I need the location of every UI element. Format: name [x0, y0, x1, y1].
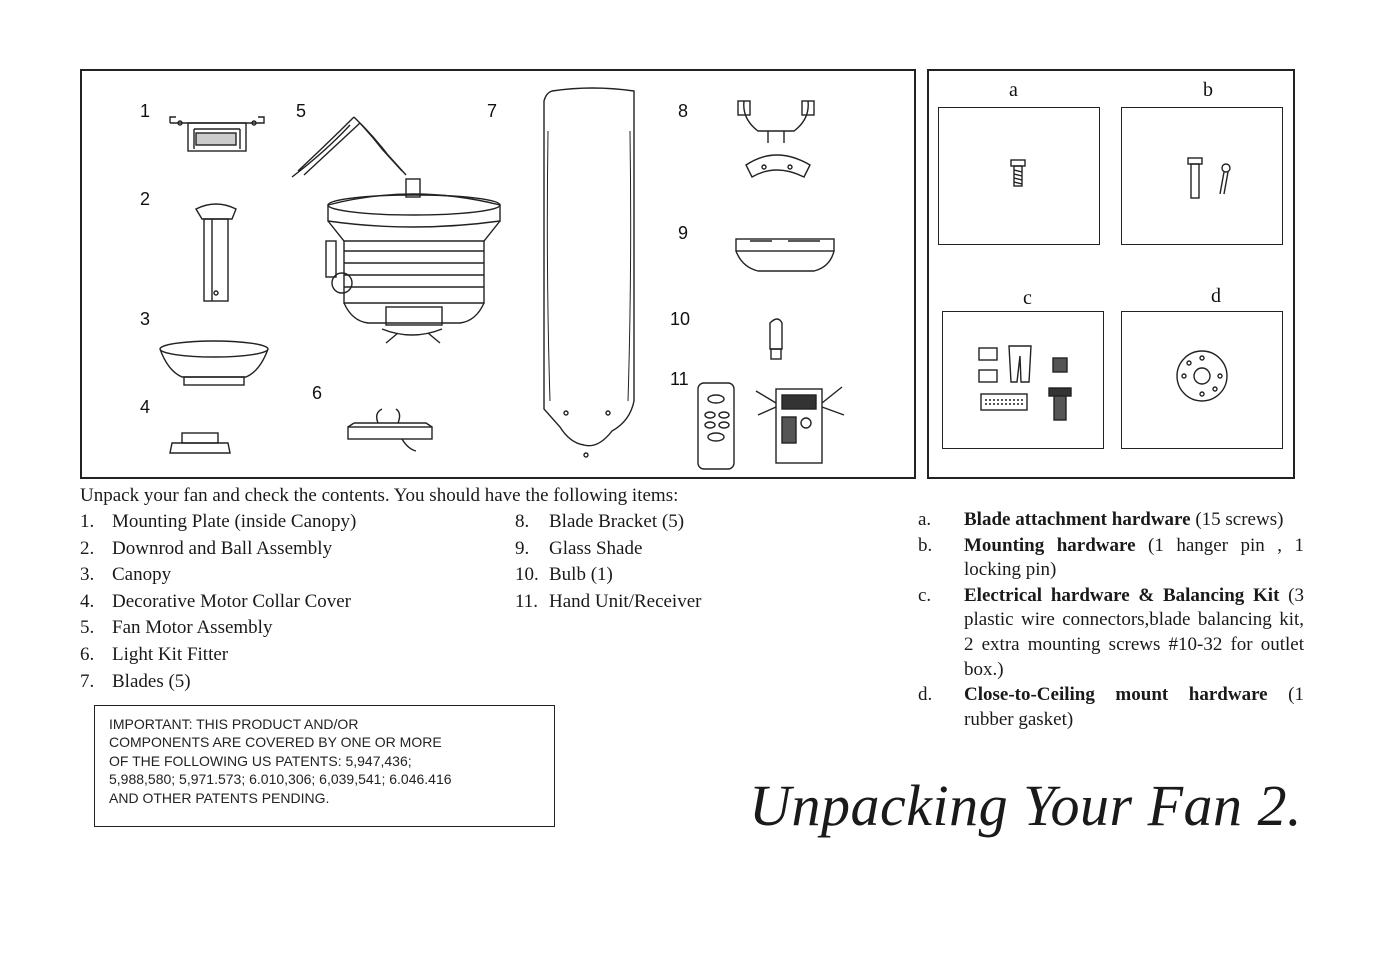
item-number: 8. [515, 511, 530, 532]
hardware-item-d: d. Close-to-Ceiling mount hardware (1 ru… [918, 683, 1304, 732]
collar-cover-drawing [169, 432, 231, 454]
item-text: Bulb (1) [549, 564, 613, 586]
item-number: 10. [515, 564, 539, 586]
part-number-3: 3 [140, 309, 151, 329]
receiver-drawing [755, 386, 845, 464]
list-item: 10. Bulb (1) [515, 562, 701, 589]
item-text: Decorative Motor Collar Cover [112, 590, 352, 612]
glass-shade-drawing [735, 238, 835, 272]
item-text: Downrod and Ball Assembly [112, 537, 333, 559]
hardware-letter-a: a [1009, 79, 1018, 101]
list-item: 7. Blades (5) [80, 669, 356, 696]
item-text: Glass Shade [549, 537, 643, 559]
list-item: 8. Blade Bracket (5) [515, 509, 701, 536]
parts-illustration [159, 87, 845, 470]
part-number-5: 5 [296, 101, 307, 121]
item-number: 11. [515, 590, 539, 612]
item-text: Canopy [112, 564, 172, 586]
item-text: Blade Bracket (5) [549, 511, 685, 532]
hardware-diagram-panel: a b c d [927, 69, 1295, 479]
item-number: 1. [80, 511, 95, 532]
list-item: 6. Light Kit Fitter [80, 642, 356, 669]
item-text: Hand Unit/Receiver [549, 590, 702, 612]
part-number-6: 6 [312, 383, 323, 403]
hardware-item-b: b. Mounting hardware (1 hanger pin , 1 l… [918, 534, 1304, 583]
hardware-item-title: Electrical hardware & Balancing Kit [964, 584, 1280, 606]
part-number-7: 7 [487, 101, 498, 121]
part-number-8: 8 [678, 101, 689, 121]
part-number-10: 10 [670, 309, 691, 329]
hardware-box-a [938, 107, 1100, 245]
electrical-kit-drawing [978, 345, 1072, 421]
list-item: 2. Downrod and Ball Assembly [80, 536, 356, 563]
hardware-item-desc: (3 plastic wire connectors,blade balanci… [964, 584, 1305, 680]
hardware-item-letter: a. [918, 509, 932, 530]
bulb-drawing [769, 318, 783, 360]
list-item: 4. Decorative Motor Collar Cover [80, 589, 356, 616]
hardware-list: a. Blade attachment hardware (15 screws)… [918, 508, 1304, 733]
canopy-drawing [159, 340, 269, 386]
list-item: 11. Hand Unit/Receiver [515, 589, 701, 616]
screw-drawing [1010, 159, 1026, 187]
contents-list-left: 1. Mounting Plate (inside Canopy) 2. Downr… [80, 509, 356, 695]
list-item: 3. Canopy [80, 562, 356, 589]
item-number: 2. [80, 537, 95, 559]
blade-bracket-drawing [737, 100, 815, 178]
hardware-item-title: Blade attachment hardware [964, 509, 1191, 530]
hardware-item-letter: b. [918, 534, 933, 556]
part-number-2: 2 [140, 189, 151, 209]
hardware-item-desc: (15 screws) [1190, 509, 1284, 530]
hardware-item-letter: d. [918, 684, 933, 706]
item-text: Fan Motor Assembly [112, 617, 273, 639]
hardware-item-a: a. Blade attachment hardware (15 screws) [918, 508, 1304, 533]
fan-motor-drawing [291, 116, 501, 344]
item-text: Mounting Plate (inside Canopy) [112, 511, 357, 532]
item-number: 3. [80, 564, 95, 586]
list-item: 5. Fan Motor Assembly [80, 615, 356, 642]
item-text: Light Kit Fitter [112, 643, 229, 665]
mounting-plate-drawing [169, 116, 265, 152]
part-number-11: 11 [670, 369, 689, 389]
hardware-box-c [942, 311, 1104, 449]
hardware-letter-b: b [1203, 79, 1213, 101]
item-number: 6. [80, 643, 95, 665]
patent-notice-line: COMPONENTS ARE COVERED BY ONE OR MORE [109, 734, 442, 751]
hardware-letter-d: d [1211, 285, 1221, 307]
hardware-item-c: c. Electrical hardware & Balancing Kit (… [918, 584, 1304, 682]
hardware-item-desc: (1 rubber gasket) [964, 684, 1305, 730]
rubber-gasket-drawing [1176, 350, 1228, 402]
parts-diagram-panel: 1 2 3 4 5 6 7 8 9 10 11 [80, 69, 916, 479]
item-number: 4. [80, 590, 95, 612]
part-number-9: 9 [678, 223, 689, 243]
patent-notice-line: AND OTHER PATENTS PENDING. [109, 789, 330, 806]
blade-drawing [543, 87, 635, 458]
item-number: 5. [80, 617, 95, 639]
patent-notice-line: IMPORTANT: THIS PRODUCT AND/OR [109, 716, 359, 732]
patent-notice-line: 5,988,580; 5,971.573; 6.010,306; 6,039,5… [109, 771, 452, 788]
hardware-item-letter: c. [918, 584, 932, 606]
hardware-item-desc: (1 hanger pin , 1 locking pin) [964, 534, 1304, 581]
hardware-box-d [1121, 311, 1283, 449]
page-title: Unpacking Your Fan 2. [749, 773, 1302, 838]
hardware-item-title: Close-to-Ceiling mount hardware [964, 684, 1268, 706]
part-number-4: 4 [140, 397, 151, 417]
list-item: 9. Glass Shade [515, 536, 701, 563]
item-number: 7. [80, 670, 95, 692]
downrod-drawing [195, 203, 237, 302]
hand-unit-drawing [697, 382, 735, 470]
patent-notice-box: IMPORTANT: THIS PRODUCT AND/OR COMPONENT… [94, 705, 555, 827]
light-kit-fitter-drawing [347, 408, 433, 452]
list-item: 1. Mounting Plate (inside Canopy) [80, 509, 356, 536]
item-text: Blades (5) [112, 670, 191, 692]
patent-notice-line: OF THE FOLLOWING US PATENTS: 5,947,436; [109, 752, 412, 769]
hardware-item-title: Mounting hardware [964, 534, 1136, 556]
hanger-pin-drawing [1187, 157, 1231, 199]
contents-list-right: 8. Blade Bracket (5) 9. Glass Shade 10. Bul… [515, 509, 701, 615]
intro-text: Unpack your fan and check the contents. … [80, 485, 679, 506]
hardware-letter-c: c [1023, 287, 1032, 309]
hardware-box-b [1121, 107, 1283, 245]
item-number: 9. [515, 537, 530, 559]
part-number-1: 1 [140, 101, 151, 121]
